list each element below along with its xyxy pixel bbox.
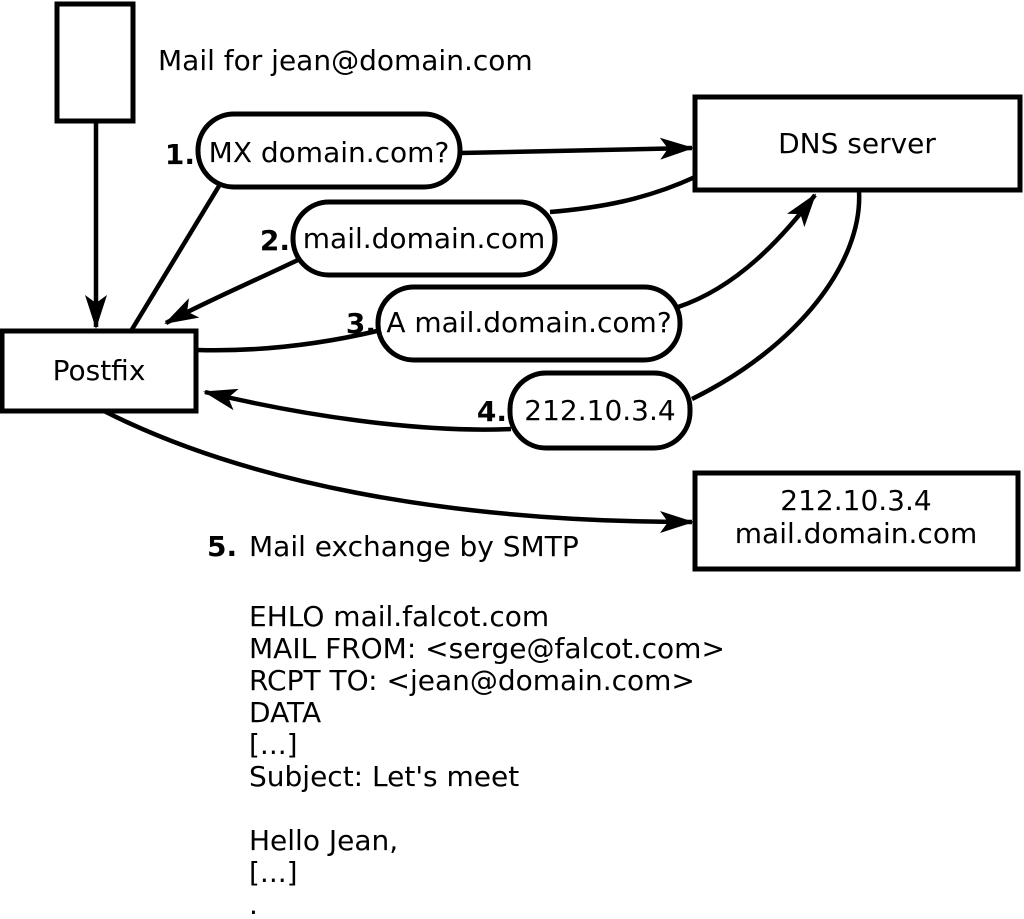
step4-label: 212.10.3.4 bbox=[524, 394, 675, 427]
step3-number: 3. bbox=[346, 307, 376, 340]
smtp-line-blank bbox=[249, 793, 725, 825]
step1-number: 1. bbox=[165, 138, 195, 171]
dns-server-box bbox=[692, 94, 1023, 193]
pill-query-mx bbox=[195, 111, 463, 190]
smtp-line: Subject: Let's meet bbox=[249, 760, 520, 793]
smtp-transcript: EHLO mail.falcot.com MAIL FROM: <serge@f… bbox=[249, 601, 725, 919]
line-postfix-to-query3 bbox=[196, 328, 378, 353]
postfix-box bbox=[0, 328, 199, 414]
smtp-line: Hello Jean, bbox=[249, 824, 399, 857]
message-box bbox=[54, 1, 136, 124]
pill-response-a bbox=[507, 370, 693, 451]
step5-number: 5. bbox=[207, 530, 237, 563]
line-dns-to-response2 bbox=[549, 174, 696, 215]
arrow-smtp-to-mailserver bbox=[102, 408, 694, 533]
pill-response-mx bbox=[290, 199, 558, 278]
arrow-query1-to-dns bbox=[459, 137, 694, 160]
mail-server-hostname: mail.domain.com bbox=[735, 517, 977, 550]
dns-server-label: DNS server bbox=[778, 127, 936, 160]
line-dns-to-response4 bbox=[691, 190, 862, 402]
mail-server-ip: 212.10.3.4 bbox=[780, 484, 931, 517]
arrow-response4-to-postfix bbox=[203, 388, 512, 432]
step3-label: A mail.domain.com? bbox=[386, 306, 671, 339]
mail-for-annotation: Mail for jean@domain.com bbox=[158, 44, 533, 77]
smtp-line: MAIL FROM: <serge@falcot.com> bbox=[249, 632, 725, 665]
smtp-line: DATA bbox=[249, 696, 322, 729]
line-postfix-to-query1 bbox=[129, 184, 221, 333]
smtp-line: EHLO mail.falcot.com bbox=[249, 600, 550, 633]
arrow-query3-to-dns bbox=[677, 193, 817, 310]
mail-server-box bbox=[692, 470, 1021, 572]
smtp-line-end-of-data: . bbox=[249, 888, 258, 919]
smtp-line: [...] bbox=[249, 856, 298, 889]
pill-query-a bbox=[375, 284, 683, 363]
step2-number: 2. bbox=[260, 224, 290, 257]
postfix-label: Postfix bbox=[53, 354, 146, 387]
step5-label: Mail exchange by SMTP bbox=[249, 530, 579, 563]
smtp-line: RCPT TO: <jean@domain.com> bbox=[249, 664, 695, 697]
arrow-response2-to-postfix bbox=[164, 256, 301, 325]
step2-label: mail.domain.com bbox=[303, 222, 545, 255]
connectors bbox=[85, 121, 862, 533]
step1-label: MX domain.com? bbox=[209, 136, 450, 169]
step4-number: 4. bbox=[477, 395, 507, 428]
smtp-line: [...] bbox=[249, 728, 298, 761]
